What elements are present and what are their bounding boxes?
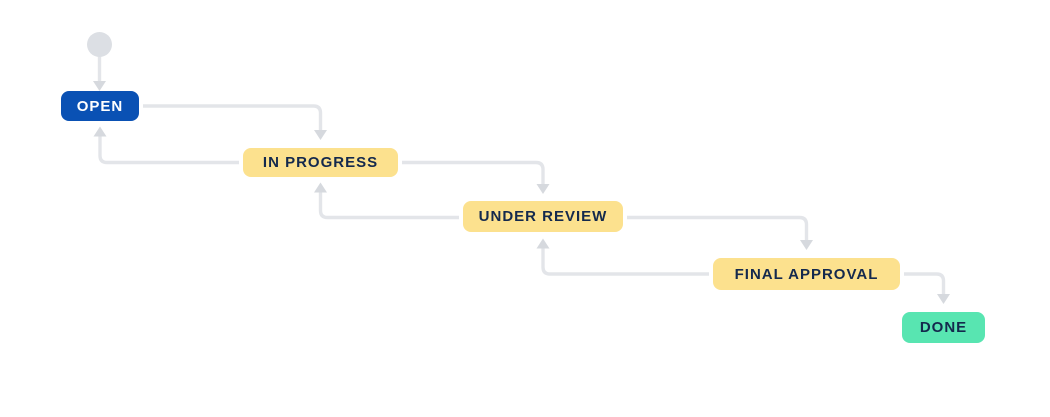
start-node[interactable] bbox=[87, 32, 112, 57]
node-label-open: OPEN bbox=[76, 97, 124, 115]
transition-start-to-open[interactable] bbox=[93, 56, 106, 91]
workflow-node-open[interactable]: OPEN bbox=[61, 91, 139, 121]
node-label-done: DONE bbox=[919, 319, 968, 336]
workflow-node-final-approval[interactable]: FINAL APPROVAL bbox=[713, 258, 900, 290]
transition-in-progress-to-open[interactable] bbox=[93, 126, 240, 165]
transition-final-approval-to-under-review[interactable] bbox=[536, 238, 710, 276]
workflow-node-under-review[interactable]: UNDER REVIEW bbox=[463, 201, 623, 232]
workflow-node-done[interactable]: DONE bbox=[902, 312, 985, 343]
workflow-node-in-progress[interactable]: IN PROGRESS bbox=[243, 148, 398, 177]
node-label-under-review: UNDER REVIEW bbox=[478, 208, 608, 225]
transition-in-progress-to-under-review[interactable] bbox=[402, 160, 550, 195]
transition-open-to-in-progress[interactable] bbox=[143, 104, 327, 140]
transition-under-review-to-in-progress[interactable] bbox=[314, 182, 459, 220]
transition-under-review-to-final-approval[interactable] bbox=[627, 215, 813, 251]
node-label-in-progress: IN PROGRESS bbox=[262, 154, 379, 171]
node-label-final-approval: FINAL APPROVAL bbox=[734, 265, 879, 283]
transition-final-approval-to-done[interactable] bbox=[904, 272, 950, 304]
